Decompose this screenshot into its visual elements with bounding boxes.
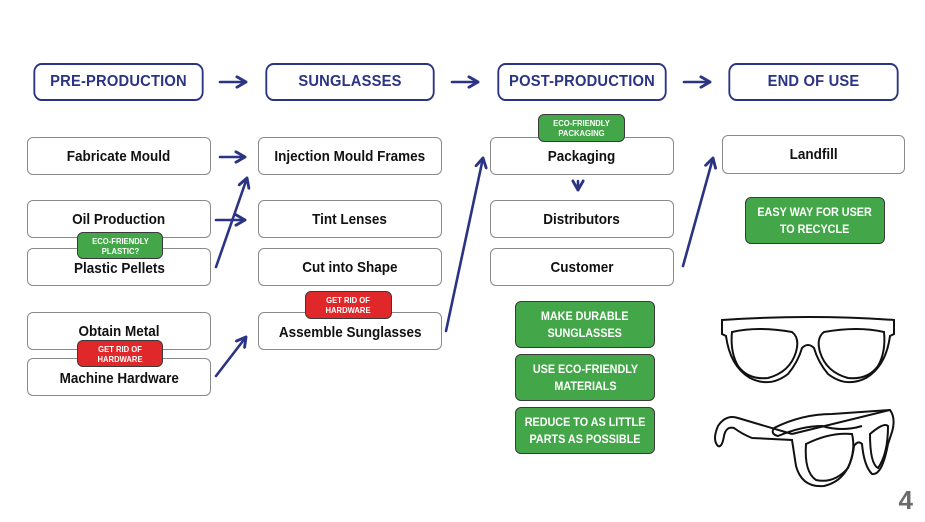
tag-text: GET RID OF HARDWARE [325, 295, 372, 315]
arrow-pellets-to-injection [214, 178, 247, 269]
stage-header-pre-production: PRE-PRODUCTION [33, 63, 204, 101]
step-injection-mould-frames: Injection Mould Frames [258, 137, 442, 175]
stage-header-post-production: POST-PRODUCTION [497, 63, 667, 101]
step-customer: Customer [490, 248, 674, 286]
step-label: Customer [550, 258, 614, 276]
recommendation-easy-recycle: EASY WAY FOR USER TO RECYCLE [745, 197, 885, 244]
step-label: Distributors [543, 210, 621, 228]
recommendation-eco-materials: USE ECO-FRIENDLY MATERIALS [515, 354, 655, 401]
step-tint-lenses: Tint Lenses [258, 200, 442, 238]
tag-get-rid-of-hardware-pre: GET RID OF HARDWARE [77, 340, 163, 367]
stage-label: PRE-PRODUCTION [50, 73, 187, 90]
step-label: Tint Lenses [312, 210, 388, 228]
stage-header-sunglasses: SUNGLASSES [265, 63, 435, 101]
step-label: Injection Mould Frames [274, 147, 426, 165]
step-label: Fabricate Mould [67, 147, 171, 165]
recommendation-make-durable: MAKE DURABLE SUNGLASSES [515, 301, 655, 348]
tag-text: GET RID OF HARDWARE [97, 343, 143, 364]
step-cut-into-shape: Cut into Shape [258, 248, 442, 286]
step-label: Cut into Shape [302, 258, 398, 276]
arrow-hardware-to-assemble [214, 337, 246, 378]
step-packaging: Packaging [490, 137, 674, 175]
recommendation-reduce-parts: REDUCE TO AS LITTLE PARTS AS POSSIBLE [515, 407, 655, 454]
stage-header-end-of-use: END OF USE [728, 63, 899, 101]
step-fabricate-mould: Fabricate Mould [27, 137, 211, 175]
tag-eco-friendly-packaging: ECO-FRIENDLY PACKAGING [538, 114, 625, 142]
stage-label: SUNGLASSES [298, 73, 402, 90]
tag-get-rid-of-hardware-assemble: GET RID OF HARDWARE [305, 291, 392, 319]
recommendation-text: USE ECO-FRIENDLY MATERIALS [532, 361, 638, 393]
tag-text: ECO-FRIENDLY PACKAGING [553, 118, 610, 138]
recommendation-text: MAKE DURABLE SUNGLASSES [541, 308, 629, 340]
step-landfill: Landfill [722, 135, 905, 174]
page-number: 4 [898, 485, 913, 515]
arrow-assemble-to-packaging [444, 158, 483, 333]
step-oil-production: Oil Production [27, 200, 211, 238]
tag-text: ECO-FRIENDLY PLASTIC? [91, 235, 149, 256]
step-label: Plastic Pellets [73, 259, 165, 277]
step-plastic-pellets: Plastic Pellets [27, 248, 211, 286]
step-distributors: Distributors [490, 200, 674, 238]
step-label: Packaging [548, 147, 616, 165]
tag-eco-friendly-plastic: ECO-FRIENDLY PLASTIC? [77, 232, 163, 259]
step-label: Machine Hardware [59, 369, 179, 387]
sunglasses-side-icon [714, 408, 895, 488]
step-label: Obtain Metal [78, 322, 160, 340]
stage-label: POST-PRODUCTION [509, 73, 655, 90]
step-machine-hardware: Machine Hardware [27, 358, 211, 396]
step-label: Assemble Sunglasses [278, 323, 422, 341]
step-label: Landfill [789, 146, 838, 163]
sunglasses-front-icon [721, 316, 895, 384]
recommendation-text: EASY WAY FOR USER TO RECYCLE [757, 204, 873, 236]
recommendation-text: REDUCE TO AS LITTLE PARTS AS POSSIBLE [524, 414, 646, 446]
arrow-customer-to-landfill [681, 158, 713, 268]
stage-label: END OF USE [767, 73, 860, 90]
step-label: Oil Production [72, 210, 166, 228]
